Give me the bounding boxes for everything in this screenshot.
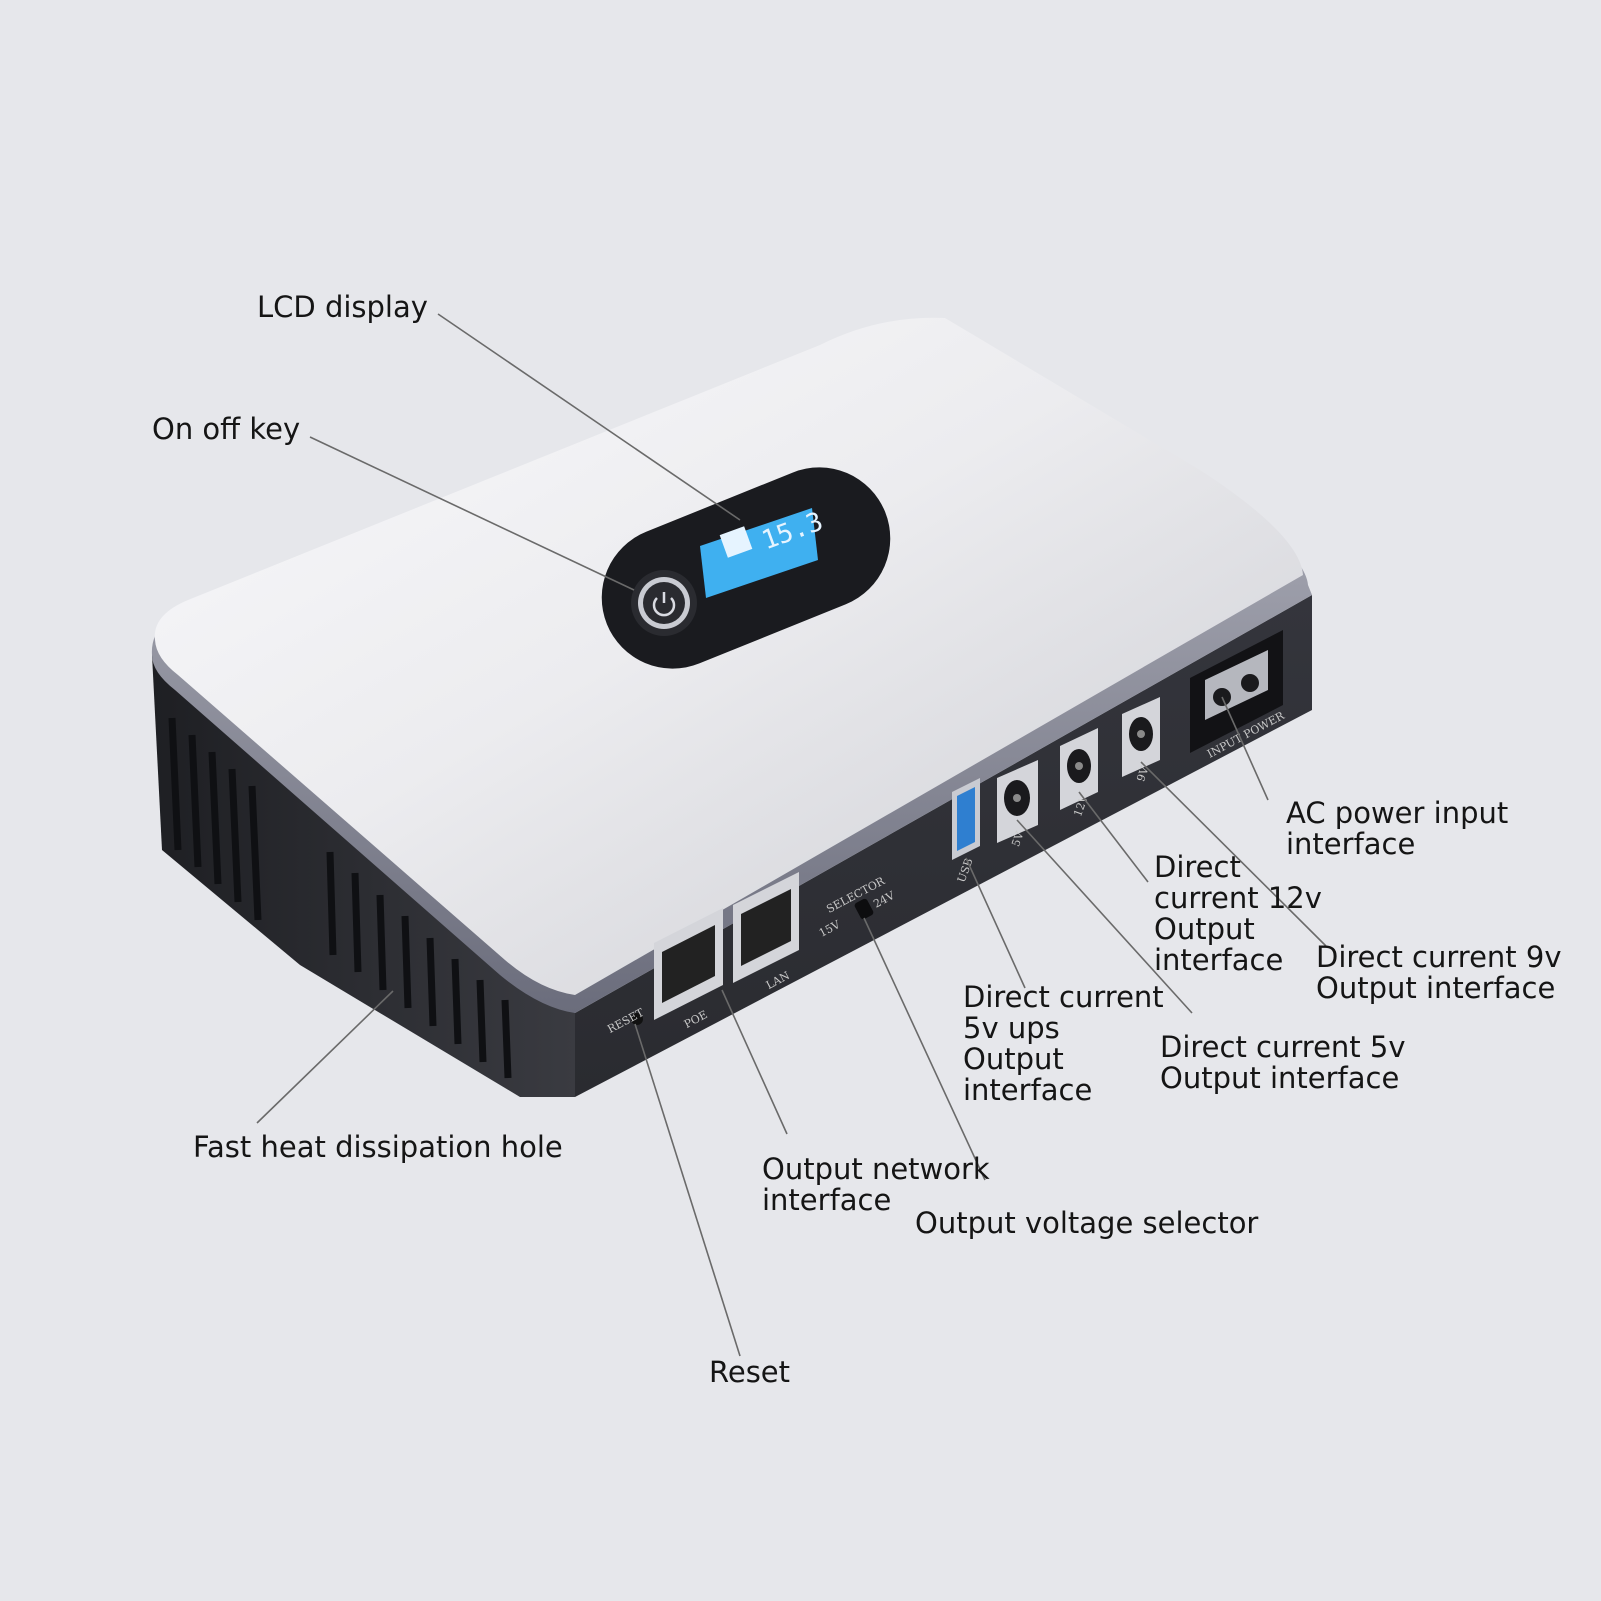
leader-on-off-key	[309, 436, 635, 591]
label-reset-text: Reset	[709, 1355, 791, 1389]
label-dc-5v: Direct current 5v Output interface	[1160, 1032, 1406, 1094]
ac-power-input-socket[interactable]	[1190, 630, 1283, 753]
leader-dc-5v-ups	[965, 857, 1026, 989]
label-lcd-display: LCD display	[257, 292, 428, 323]
label-dc-5v-ups-line-2: 5v ups	[963, 1011, 1060, 1045]
label-dc-5v-line-1: Direct current 5v	[1160, 1030, 1406, 1064]
label-dc-9v-line-1: Direct current 9v	[1316, 940, 1562, 974]
label-output-network: Output network interface	[762, 1154, 990, 1216]
dc-5v-port[interactable]	[997, 760, 1038, 843]
leader-dc-9v	[1140, 761, 1327, 947]
label-heat-dissipation-text: Fast heat dissipation hole	[193, 1130, 563, 1164]
label-dc-9v-line-2: Output interface	[1316, 971, 1556, 1005]
label-dc-12v-line-3: Output	[1154, 912, 1255, 946]
label-dc-5v-line-2: Output interface	[1160, 1061, 1400, 1095]
power-button[interactable]	[631, 570, 697, 636]
label-dc-5v-ups-line-1: Direct current	[963, 980, 1164, 1014]
label-ac-power-input-line-1: AC power input	[1286, 796, 1509, 830]
device-top-shell	[151, 317, 1313, 1013]
lan-port[interactable]	[733, 872, 799, 983]
heat-dissipation-vents	[168, 717, 512, 1079]
power-icon	[652, 592, 676, 617]
lcd-display: 15.3	[700, 507, 827, 598]
leader-output-network	[721, 989, 788, 1135]
label-voltage-selector-text: Output voltage selector	[915, 1206, 1259, 1240]
label-dc-12v: Direct current 12v Output interface	[1154, 852, 1322, 976]
label-lcd-display-text: LCD display	[257, 290, 428, 324]
label-dc-12v-line-2: current 12v	[1154, 881, 1322, 915]
dc-9v-port[interactable]	[1122, 697, 1160, 777]
label-on-off-key: On off key	[152, 414, 300, 445]
label-dc-5v-ups-line-4: interface	[963, 1073, 1093, 1107]
label-ac-power-input: AC power input interface	[1286, 798, 1508, 860]
label-ac-power-input-line-2: interface	[1286, 827, 1416, 861]
leader-voltage-selector	[863, 917, 986, 1181]
label-voltage-selector: Output voltage selector	[915, 1208, 1258, 1239]
label-dc-12v-line-1: Direct	[1154, 850, 1241, 884]
label-output-network-line-1: Output network	[762, 1152, 990, 1186]
label-dc-12v-line-4: interface	[1154, 943, 1284, 977]
dc-5v-marking: 5V	[1009, 829, 1027, 848]
leader-heat-dissipation	[256, 990, 394, 1124]
label-output-network-line-2: interface	[762, 1183, 892, 1217]
label-heat-dissipation: Fast heat dissipation hole	[193, 1132, 563, 1163]
leader-lcd-display	[437, 313, 741, 521]
label-on-off-key-text: On off key	[152, 412, 301, 446]
leader-dc-12v	[1078, 791, 1149, 883]
label-reset: Reset	[709, 1357, 790, 1388]
poe-port[interactable]	[654, 908, 723, 1020]
label-dc-5v-ups-line-3: Output	[963, 1042, 1064, 1076]
dc-12v-port[interactable]	[1060, 728, 1098, 810]
device-left-side	[152, 655, 575, 1097]
leader-lines	[256, 313, 1327, 1357]
leader-ac-power-input	[1221, 696, 1269, 801]
leader-dc-5v	[1016, 819, 1193, 1014]
label-dc-9v: Direct current 9v Output interface	[1316, 942, 1562, 1004]
voltage-selector-switch[interactable]	[854, 898, 875, 920]
label-dc-5v-ups: Direct current 5v ups Output interface	[963, 982, 1164, 1106]
usb-port[interactable]	[952, 778, 980, 860]
reset-hole[interactable]	[631, 1013, 643, 1025]
leader-reset	[634, 1023, 741, 1357]
